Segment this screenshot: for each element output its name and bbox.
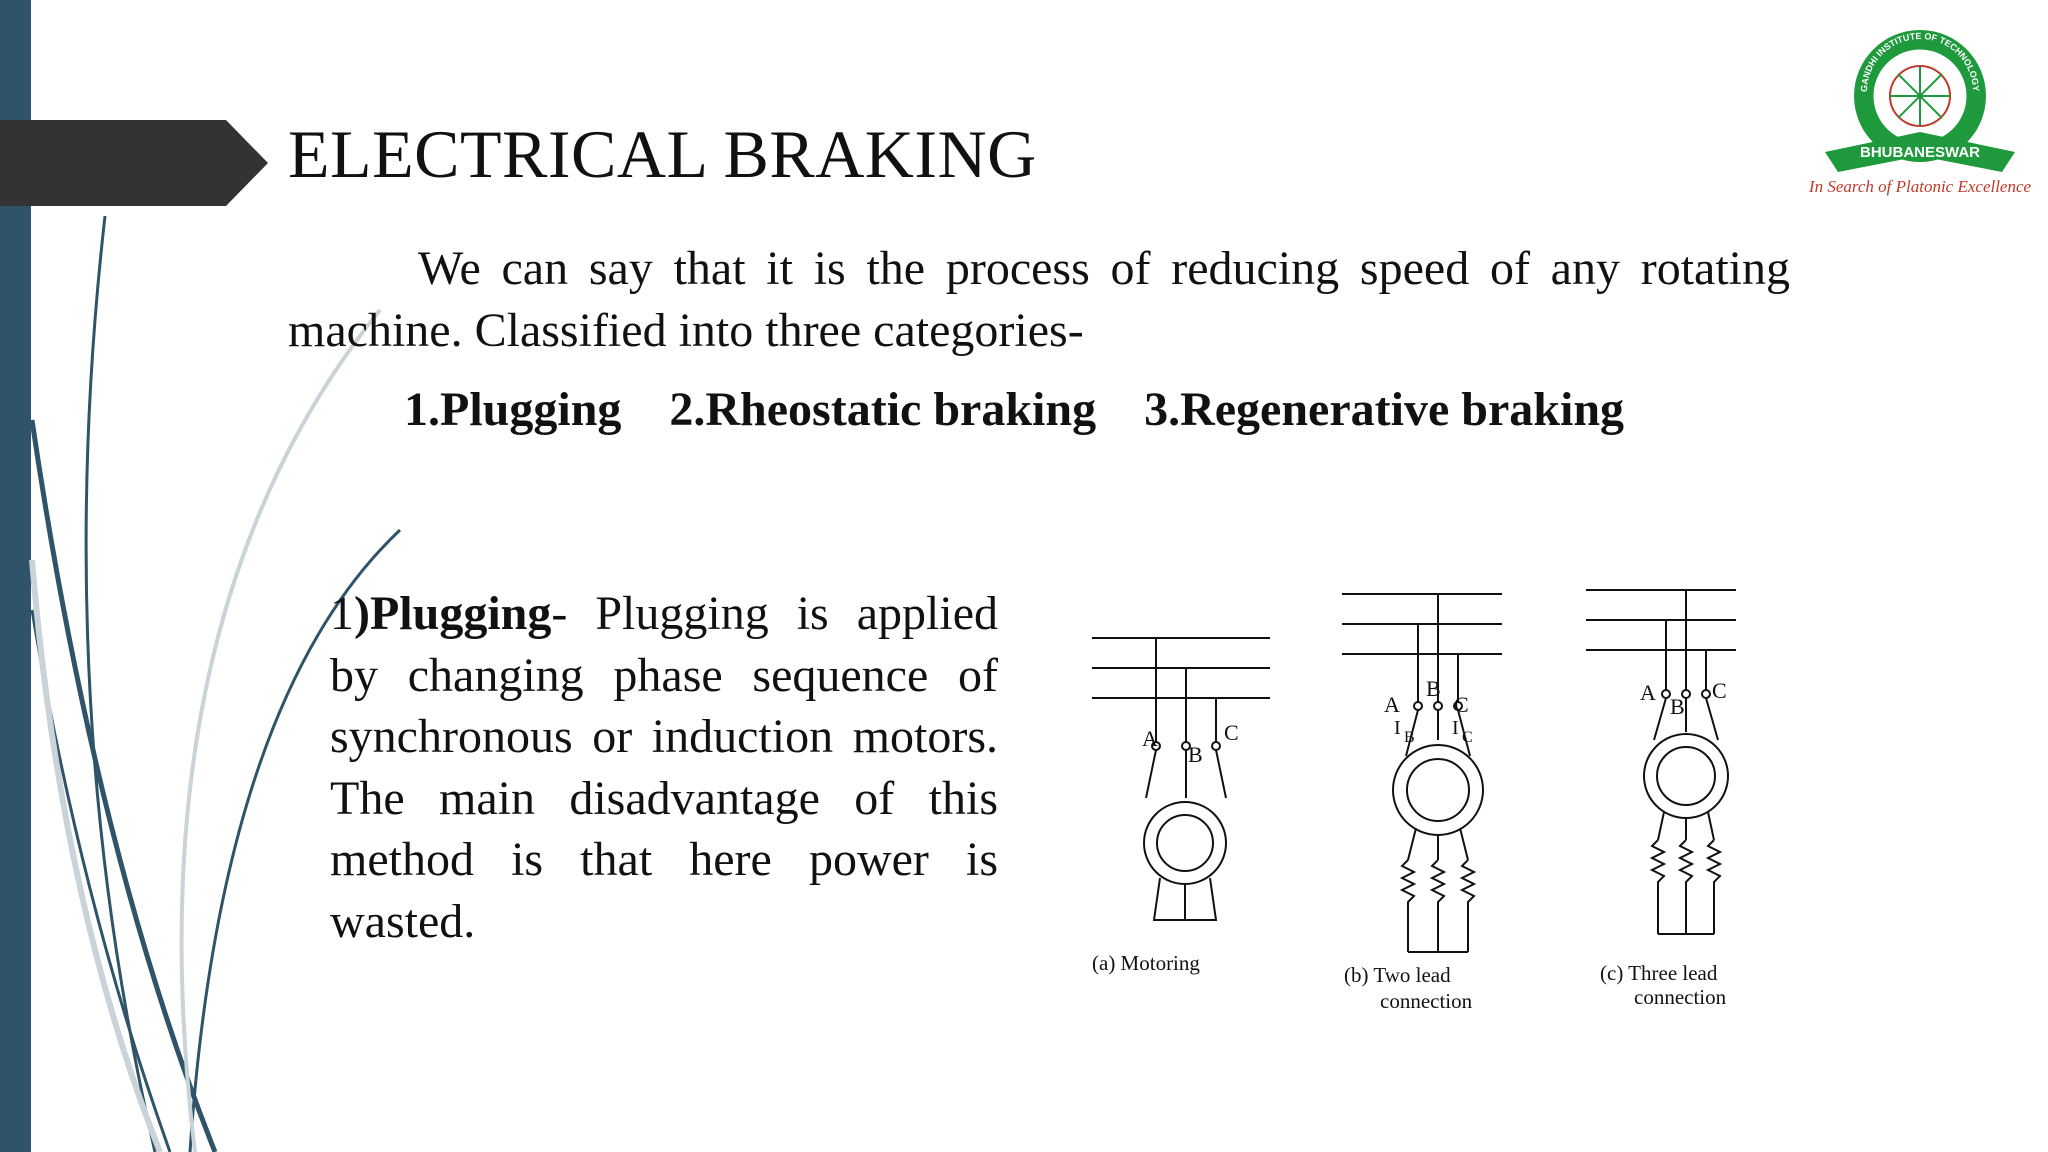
logo-tagline: In Search of Platonic Excellence bbox=[1808, 177, 2032, 196]
plugging-connection-diagrams: A B C (a) Motoring A B C I B I C (b) Two… bbox=[1092, 589, 1736, 1013]
phase-label-c: C bbox=[1712, 678, 1727, 703]
phase-label-a: A bbox=[1384, 692, 1400, 717]
phase-label-c: C bbox=[1454, 692, 1469, 717]
current-label-ib-sub: B bbox=[1404, 729, 1415, 746]
title-arrow bbox=[0, 120, 268, 206]
category-regenerative: 3.Regenerative braking bbox=[1144, 383, 1625, 436]
phase-label-b: B bbox=[1188, 742, 1203, 767]
diagram-two-lead: A B C I B I C (b) Two lead connection bbox=[1342, 593, 1502, 1013]
phase-label-c: C bbox=[1224, 720, 1239, 745]
diagram-three-lead: A B C (c) Three lead connection bbox=[1586, 589, 1736, 1009]
caption-two-lead-1: (b) Two lead bbox=[1344, 963, 1451, 987]
plugging-number: 1 bbox=[330, 587, 354, 640]
current-label-ib-i: I bbox=[1394, 717, 1401, 739]
caption-motoring: (a) Motoring bbox=[1092, 951, 1200, 975]
current-label-ic-sub: C bbox=[1462, 729, 1473, 746]
logo-banner-text: BHUBANESWAR bbox=[1860, 144, 1980, 161]
plugging-paren: ) bbox=[354, 587, 370, 640]
plugging-text: - Plugging is applied by changing phase … bbox=[330, 587, 998, 948]
plugging-paragraph: 1)Plugging- Plugging is applied by chang… bbox=[330, 583, 998, 952]
phase-label-b: B bbox=[1426, 676, 1441, 701]
phase-label-a: A bbox=[1640, 680, 1656, 705]
plugging-heading: Plugging bbox=[369, 587, 552, 640]
category-rheostatic: 2.Rheostatic braking bbox=[669, 383, 1097, 436]
phase-label-b: B bbox=[1670, 694, 1685, 719]
braking-categories: 1.Plugging 2.Rheostatic braking 3.Regene… bbox=[404, 382, 1660, 437]
category-plugging: 1.Plugging bbox=[404, 383, 622, 436]
current-label-ic-i: I bbox=[1452, 717, 1459, 739]
diagram-motoring: A B C (a) Motoring bbox=[1092, 637, 1270, 975]
institute-logo: GANDHI INSTITUTE OF TECHNOLOGY AND MANAG… bbox=[1792, 14, 2032, 196]
caption-two-lead-2: connection bbox=[1380, 989, 1473, 1013]
caption-three-lead-1: (c) Three lead bbox=[1600, 961, 1718, 985]
phase-label-a: A bbox=[1142, 726, 1158, 751]
caption-three-lead-2: connection bbox=[1634, 985, 1727, 1009]
slide-title: ELECTRICAL BRAKING bbox=[288, 116, 1037, 192]
intro-paragraph: We can say that it is the process of red… bbox=[288, 242, 1790, 357]
decorative-curves bbox=[29, 215, 402, 1152]
